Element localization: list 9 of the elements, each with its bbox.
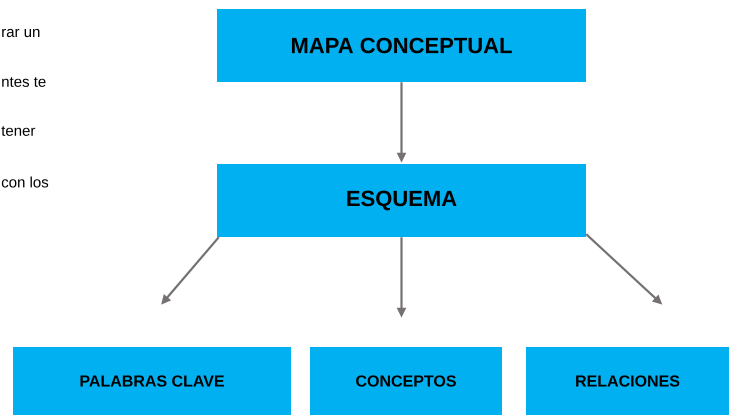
concept-box: MAPA CONCEPTUAL [217, 9, 586, 82]
concept-box: RELACIONES [526, 346, 729, 415]
concept-box: PALABRAS CLAVE [13, 346, 291, 415]
concept-box: ESQUEMA [217, 164, 586, 237]
body-text: con los [2, 176, 48, 188]
body-text: ntes te [2, 77, 46, 87]
body-text: rar un [2, 28, 40, 38]
body-text: tener [1, 126, 36, 136]
concept-box: CONCEPTOS [310, 346, 502, 415]
